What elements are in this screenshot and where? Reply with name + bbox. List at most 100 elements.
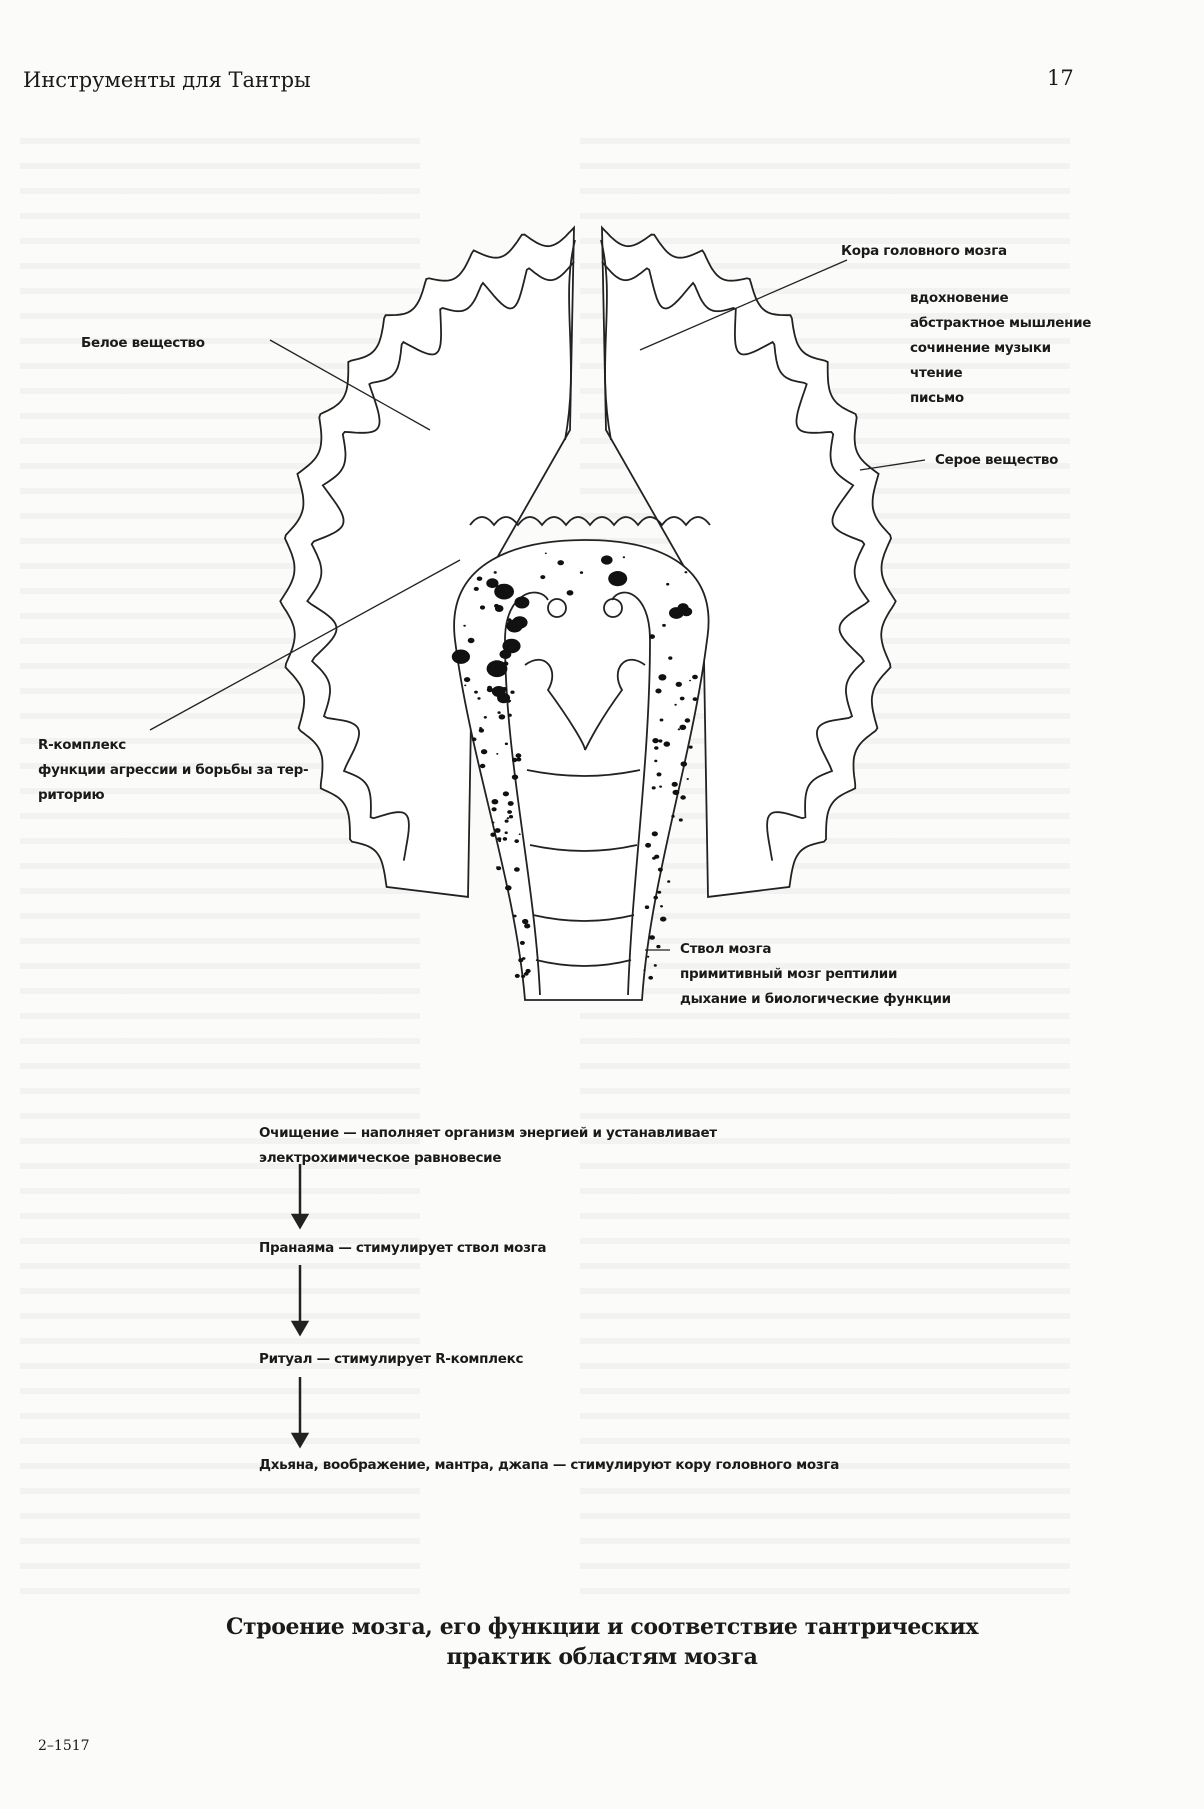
r-complex-spot	[667, 880, 671, 883]
r-complex-spot	[480, 749, 488, 755]
r-complex-spot	[657, 890, 662, 894]
r-complex-spot	[476, 576, 483, 581]
r-complex-spot	[622, 556, 626, 559]
r-complex-spot	[666, 582, 670, 586]
r-complex-spot	[511, 774, 519, 780]
r-complex-spot	[679, 724, 687, 730]
page-number: 17	[1047, 66, 1074, 90]
brainstem-band	[532, 914, 635, 922]
r-complex-label: R-комплекс	[38, 737, 127, 753]
brainstem-block: Ствол мозга примитивный мозг рептилии ды…	[680, 937, 951, 1012]
leader-lines	[149, 259, 926, 951]
printer-signature: 2–1517	[38, 1738, 90, 1754]
r-complex-spot	[505, 885, 512, 891]
r-complex-spot	[677, 728, 681, 731]
r-complex-spot	[653, 964, 657, 967]
r-complex-spot	[487, 685, 492, 690]
nucleus-left	[547, 598, 567, 618]
r-complex-spot	[518, 833, 521, 835]
r-complex-spot	[508, 713, 512, 717]
r-complex-spot	[494, 828, 501, 833]
r-complex-spot	[467, 637, 475, 644]
leader-white-matter	[269, 339, 431, 431]
r-complex-spot	[608, 571, 628, 587]
flow-step-text: электрохимическое равновесие	[259, 1150, 502, 1166]
r-complex-spot	[663, 741, 671, 747]
nucleus-right	[603, 598, 623, 618]
r-complex-spot	[677, 603, 689, 612]
cortex-function: письмо	[910, 390, 964, 406]
r-complex-spot	[658, 674, 667, 681]
r-complex-spot	[491, 686, 506, 697]
r-complex-spot	[478, 728, 485, 733]
r-complex-spot	[652, 738, 659, 744]
r-complex-spot	[671, 814, 675, 818]
r-complex-spot	[474, 690, 478, 694]
r-complex-spot	[492, 821, 495, 824]
r-complex-spot	[508, 699, 512, 702]
r-complex-spot	[496, 866, 502, 871]
r-complex-spot	[497, 711, 501, 714]
r-complex-spot	[498, 714, 506, 720]
left-gray-matter-boundary	[306, 261, 575, 861]
brainstem-band	[529, 844, 638, 852]
cortex-function: чтение	[910, 365, 963, 381]
r-complex-spot	[658, 739, 663, 743]
r-complex-spot	[688, 745, 693, 749]
r-complex-spot	[502, 837, 508, 841]
r-complex-spot	[653, 895, 658, 900]
r-complex-spot	[496, 753, 499, 755]
r-complex-spot	[486, 578, 499, 589]
r-complex-spot	[540, 575, 546, 580]
r-complex-brainstem	[453, 539, 710, 1001]
r-complex-spot	[651, 786, 656, 790]
right-gray-matter-boundary	[601, 261, 870, 861]
r-complex-spot	[649, 634, 655, 639]
flow-arrow-head-icon	[290, 1320, 310, 1337]
r-complex-spot	[557, 560, 564, 566]
cortex-function: абстрактное мышление	[910, 315, 1092, 331]
r-complex-spot	[680, 795, 686, 800]
r-complex-spot	[519, 940, 525, 945]
r-complex-spot	[494, 603, 499, 608]
r-complex-spot	[490, 832, 496, 837]
r-complex-spot	[525, 968, 531, 974]
r-complex-spot	[514, 867, 520, 872]
r-complex-spot	[679, 696, 685, 701]
r-complex-spot	[513, 914, 517, 918]
r-complex-spot	[660, 916, 667, 922]
r-complex-spot	[491, 807, 497, 812]
r-complex-spot	[668, 656, 673, 660]
r-complex-spot	[486, 660, 508, 678]
brainstem-label: Ствол мозга	[680, 941, 772, 957]
brainstem-band	[535, 959, 632, 967]
r-complex-spot	[645, 842, 652, 848]
r-complex-spot	[656, 772, 662, 777]
r-complex-spot	[654, 746, 659, 750]
r-complex-spot	[657, 867, 663, 872]
r-complex-spot	[451, 649, 470, 664]
r-complex-spot	[477, 697, 481, 700]
r-complex-function: функции агрессии и борьбы за тер-	[38, 762, 309, 778]
flow-step-text: Очищение — наполняет организм энергией и…	[259, 1125, 717, 1141]
r-complex-spot	[504, 819, 509, 823]
r-complex-spot	[514, 973, 520, 978]
white-matter-label: Белое вещество	[81, 335, 205, 351]
r-complex-spot	[672, 789, 680, 796]
r-complex-spot	[649, 935, 655, 940]
r-complex-spot	[507, 810, 512, 814]
leader-r-complex	[149, 559, 461, 731]
cortex-function: вдохновение	[910, 290, 1009, 306]
r-complex-spot	[544, 552, 547, 555]
leader-gray-matter	[859, 459, 926, 471]
r-complex-spot	[510, 690, 515, 694]
r-complex-spot	[654, 759, 658, 763]
r-complex-spot	[518, 958, 524, 963]
r-complex-spot	[491, 799, 499, 805]
r-complex-spot	[479, 763, 486, 769]
r-complex-spot	[678, 818, 683, 822]
flow-step-pranayama: Пранаяма — стимулирует ствол мозга	[259, 1240, 547, 1256]
flow-step-dhyana: Дхьяна, воображение, мантра, джапа — сти…	[259, 1457, 839, 1473]
cortex-function: сочинение музыки	[910, 340, 1051, 356]
r-complex-spot	[498, 839, 502, 843]
